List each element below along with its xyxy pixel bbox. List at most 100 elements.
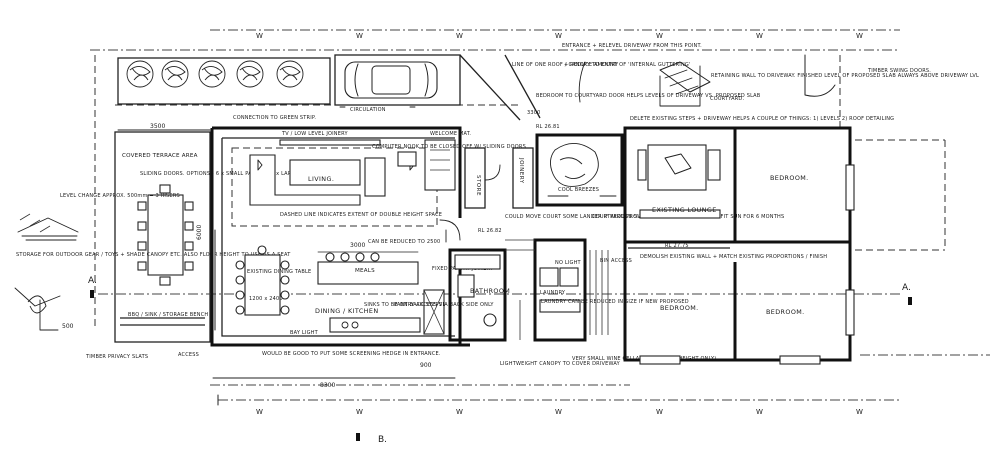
bedroom-3-label: BEDROOM. [766, 308, 805, 316]
laundry-note: LAUNDRY CAN BE REDUCED IN SIZE IF NEW PR… [541, 299, 689, 305]
dim-3000: 3000 [350, 242, 365, 249]
svg-text:W: W [656, 408, 663, 416]
bin-access-note: BIN ACCESS [600, 258, 632, 264]
circulation-label: CIRCULATION [350, 107, 386, 113]
dim-500: 500 [62, 323, 74, 330]
courtyard-label-top: COURTYARD. [710, 96, 744, 102]
dim-6000: 6000 [196, 225, 203, 240]
svg-text:W: W [356, 32, 363, 40]
svg-text:W: W [555, 408, 562, 416]
dim-3500: 3500 [150, 123, 165, 130]
level-change-note: LEVEL CHANGE APPROX. 500mm = 3 RISERS [60, 193, 180, 199]
section-mark-a-right: A. [902, 283, 912, 305]
tv-joinery-note: TV / LOW LEVEL JOINERY [281, 131, 348, 137]
svg-text:A.: A. [88, 276, 97, 286]
extension-walls [210, 126, 470, 347]
svg-text:A.: A. [902, 283, 911, 293]
storage-detail [14, 213, 79, 331]
delete-existing-note: DELETE EXISTING STEPS + DRIVEWAY HELPS A… [630, 116, 894, 122]
entry-stairs [659, 54, 836, 107]
existing-lounge-label: EXISTING LOUNGE [652, 206, 717, 214]
svg-text:W: W [456, 408, 463, 416]
green-strip [117, 57, 331, 105]
section-mark-b: B. [356, 433, 387, 445]
bathroom-label: BATHROOM [470, 287, 510, 295]
level-rl3: RL 27.75 [665, 243, 689, 249]
existing-house [623, 126, 852, 362]
laundry-label: LAUNDRY [540, 290, 566, 296]
kitchen-bench [329, 289, 445, 335]
could-move-note: COULD MOVE COURT SOME LANDER IF REDUCE S… [505, 214, 689, 220]
lightweight-note: LIGHTWEIGHT CANOPY TO COVER DRIVEWAY [500, 361, 621, 367]
dining-table [235, 245, 290, 316]
gutter-note: + REDUCE AMOUNT OF 'INTERNAL GUTTERING' [564, 62, 691, 68]
right-site-lines [855, 139, 990, 356]
demolish-note: DEMOLISH EXISTING WALL + MATCH EXISTING … [640, 254, 827, 260]
entrance-note: ENTRANCE + RELEVEL DRIVEWAY FROM THIS PO… [562, 43, 702, 49]
joinery-label: JOINERY [518, 157, 524, 184]
bedroom-1-label: BEDROOM. [770, 174, 809, 182]
access-note: ACCESS [178, 352, 199, 358]
svg-text:W: W [456, 32, 463, 40]
level-rl2: RL 26.82 [478, 228, 502, 234]
bottom-dim-line: W W W W W W W [217, 394, 900, 416]
svg-text:W: W [356, 408, 363, 416]
right-windows [639, 164, 855, 365]
timber-privacy-note: TIMBER PRIVACY SLATS [85, 354, 148, 360]
living-label: LIVING. [308, 175, 334, 183]
dim-900: 900 [420, 362, 432, 369]
entry-store [439, 147, 534, 243]
steps [589, 250, 609, 335]
svg-text:W: W [256, 408, 263, 416]
living-furniture [249, 151, 417, 206]
dim-upper: 3300 [527, 110, 541, 116]
lounge-furniture [637, 144, 721, 219]
courtyard-door-note: BEDROOM TO COURTYARD DOOR HELPS LEVELS O… [536, 93, 761, 99]
welcome-note: WELCOME MAT. [430, 131, 471, 137]
svg-text:W: W [656, 32, 663, 40]
car-icon [334, 54, 461, 106]
pantry-access-note: PANTRY ACCESS VIA BACK SIDE ONLY [394, 302, 494, 308]
dining-kitchen-label: DINING / KITCHEN [315, 307, 379, 315]
dining-table-label: EXISTING DINING TABLE [247, 269, 311, 275]
bay-light-note: BAY LIGHT [290, 330, 319, 336]
site-boundary [90, 29, 900, 330]
computer-nook [424, 139, 456, 191]
computer-nook-note: COMPUTER NOOK TO BE CLOSED OFF W/ SLIDIN… [372, 144, 526, 150]
courtyard [535, 133, 624, 207]
would-be-good-note: WOULD BE GOOD TO PUT SOME SCREENING HEDG… [262, 351, 441, 357]
bedroom-2-label: BEDROOM. [660, 304, 699, 312]
bbq-note: BBQ / SINK / STORAGE BENCH [128, 312, 208, 318]
dim-8300: 8300 [320, 382, 335, 389]
meals-label: MEALS [355, 268, 375, 274]
kitchen-island [317, 251, 419, 285]
no-light-note: NO LIGHT [555, 260, 582, 266]
connection-note: CONNECTION TO GREEN STRIP. [233, 115, 316, 121]
covered-terrace-label: COVERED TERRACE AREA [122, 153, 198, 159]
svg-text:W: W [256, 32, 263, 40]
retaining-note: RETAINING WALL TO DRIVEWAY. FINISHED LEV… [711, 73, 979, 79]
driveway-lines [459, 54, 586, 121]
level-rl: RL 26.81 [536, 124, 560, 130]
section-mark-a-left: A. [88, 276, 900, 298]
wet-areas [448, 238, 587, 342]
svg-text:W: W [856, 32, 863, 40]
line-of-roof-note: LINE OF ONE ROOF / CANOPY TO ENTRY [512, 62, 619, 68]
cool-breezes-note: COOL BREEZES [558, 187, 599, 193]
svg-text:W: W [856, 408, 863, 416]
dashed-line-note: DASHED LINE INDICATES EXTENT OF DOUBLE H… [280, 212, 442, 218]
covered-terrace [114, 131, 211, 343]
svg-text:W: W [756, 32, 763, 40]
sliding-doors-note: SLIDING DOORS. OPTIONS - 6 x SMALL PANEL… [140, 171, 321, 177]
window-marks-top: W W W W W W W [256, 32, 863, 40]
tv-joinery [279, 139, 381, 146]
can-reduce-note: CAN BE REDUCED TO 2500 [368, 239, 440, 245]
storage-note: STORAGE FOR OUTDOOR GEAR / TOYS + SHADE … [16, 252, 291, 258]
sinks-note: SINKS TO BE ON BACK STEPS [364, 302, 442, 308]
dining-size-label: 1200 x 2400 [249, 296, 283, 302]
svg-text:B.: B. [378, 435, 387, 445]
svg-text:W: W [555, 32, 562, 40]
svg-text:W: W [756, 408, 763, 416]
timber-screens-note: TIMBER SWING DOORS. [867, 68, 931, 74]
